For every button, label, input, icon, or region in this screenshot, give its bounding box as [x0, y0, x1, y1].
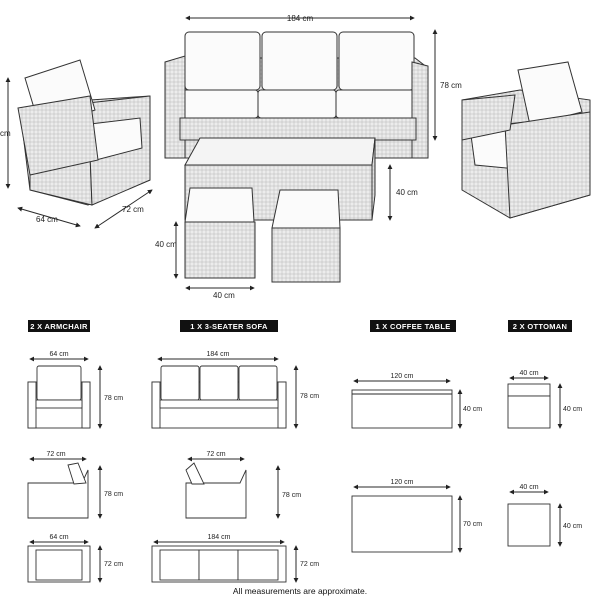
armchair-top-depth-label: 72 cm [104, 561, 123, 568]
sofa-front-height-label: 78 cm [300, 393, 319, 400]
armchair-left-illustration [17, 59, 151, 206]
sofa-illustration [164, 31, 429, 159]
sofa-top-depth-label: 72 cm [300, 561, 319, 568]
armchair-section-title: 2 X ARMCHAIR [30, 322, 88, 331]
table-top-width-label: 120 cm [391, 479, 414, 486]
section-headers: 2 X ARMCHAIR 1 X 3-SEATER SOFA 1 X COFFE… [28, 320, 572, 332]
armchair-side-depth-label: 72 cm [46, 451, 65, 458]
armchair-side-height-label: 78 cm [104, 491, 123, 498]
sofa-section-title: 1 X 3-SEATER SOFA [190, 322, 268, 331]
sofa-views: 184 cm 78 cm 72 cm 78 cm 184 cm 72 cm [151, 351, 319, 583]
ottoman-illustrations [184, 187, 341, 283]
ottoman-views: 40 cm 40 cm 40 cm 40 cm [507, 370, 582, 547]
armchair-views: 64 cm 78 cm 72 cm 78 cm 64 cm 72 cm [27, 351, 123, 583]
table-section-title: 1 X COFFEE TABLE [375, 322, 450, 331]
armchair-top-width-label: 64 cm [49, 534, 68, 541]
hero-ottoman-height-label: 40 cm [155, 240, 177, 249]
hero-ottoman-width-label: 40 cm [213, 291, 235, 300]
coffee-table-views: 120 cm 40 cm 120 cm 70 cm [351, 373, 482, 553]
hero-armchair-width-label: 64 cm [36, 215, 58, 224]
hero-illustration: 184 cm 78 cm cm 64 cm 72 cm 40 cm 40 cm … [0, 14, 591, 300]
hero-sofa-width-label: 184 cm [287, 14, 314, 23]
ottoman-front-height-label: 40 cm [563, 406, 582, 413]
hero-table-height-label: 40 cm [396, 188, 418, 197]
sofa-side-height-label: 78 cm [282, 492, 301, 499]
ottoman-top-depth-label: 40 cm [563, 523, 582, 530]
sofa-top-width-label: 184 cm [208, 534, 231, 541]
armchair-right-illustration [461, 61, 591, 219]
table-top-depth-label: 70 cm [463, 521, 482, 528]
table-front-width-label: 120 cm [391, 373, 414, 380]
armchair-front-width-label: 64 cm [49, 351, 68, 358]
hero-armchair-height-label: cm [0, 129, 11, 138]
approximate-measurements-note: All measurements are approximate. [233, 586, 367, 596]
sofa-side-depth-label: 72 cm [206, 451, 225, 458]
hero-sofa-height-label: 78 cm [440, 81, 462, 90]
ottoman-front-width-label: 40 cm [519, 370, 538, 377]
ottoman-section-title: 2 X OTTOMAN [513, 322, 567, 331]
ottoman-top-width-label: 40 cm [519, 484, 538, 491]
armchair-front-height-label: 78 cm [104, 395, 123, 402]
sofa-front-width-label: 184 cm [207, 351, 230, 358]
table-front-height-label: 40 cm [463, 406, 482, 413]
hero-armchair-depth-label: 72 cm [122, 205, 144, 214]
